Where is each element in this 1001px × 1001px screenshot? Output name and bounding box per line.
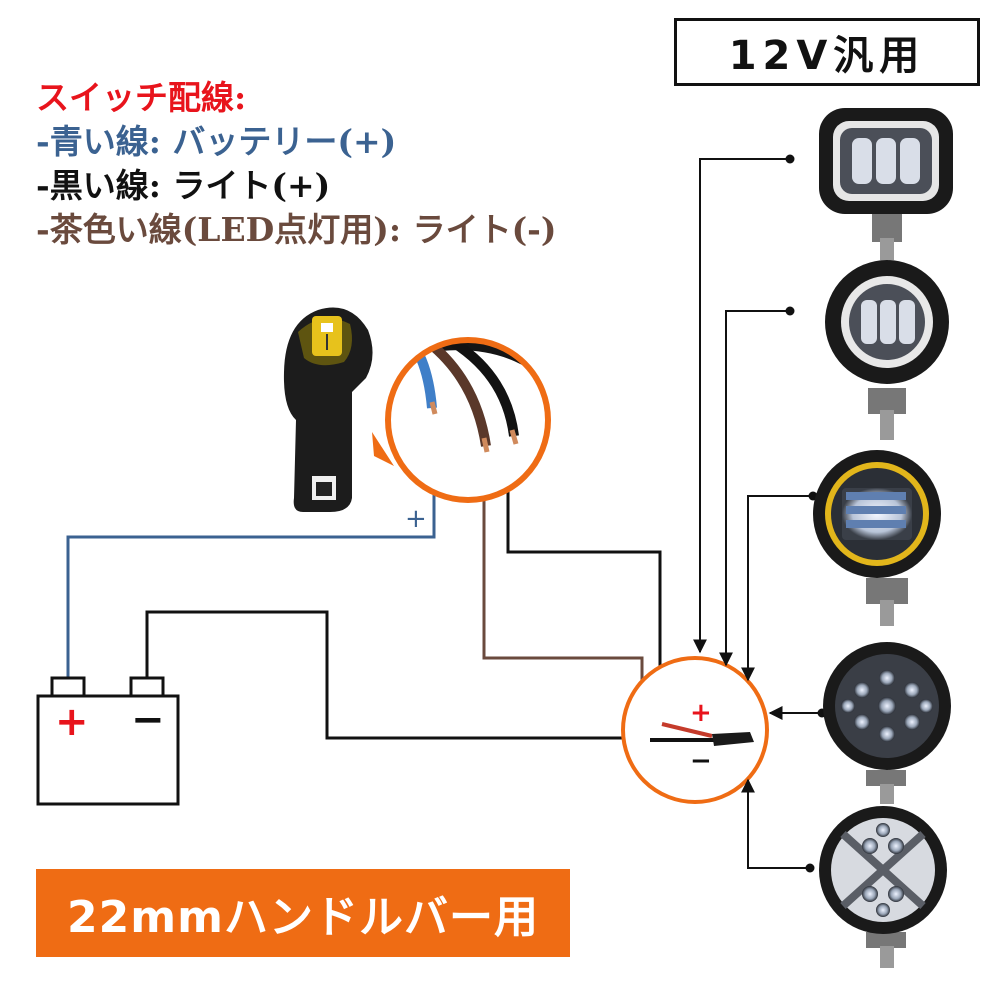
legend-brown-wire: -茶色い線(LED点灯用): ライト(-) xyxy=(36,210,557,249)
light-connector-lines xyxy=(693,158,822,869)
voltage-label: 12V汎用 xyxy=(674,18,980,86)
handlebar-switch-icon xyxy=(283,307,373,512)
work-light-icon xyxy=(825,260,949,440)
junction-minus-sign: − xyxy=(690,746,712,776)
work-light-icon xyxy=(823,642,951,804)
handlebar-size-banner: 22mmハンドルバー用 xyxy=(36,869,570,957)
work-light-icon xyxy=(819,806,947,968)
legend-title: スイッチ配線: xyxy=(36,78,247,117)
wire-closeup-icon xyxy=(372,337,551,503)
work-light-icon xyxy=(819,108,953,260)
battery-minus-sign: − xyxy=(131,697,165,743)
black-wire xyxy=(506,455,662,720)
legend-blue-wire: -青い線: バッテリー(+) xyxy=(36,122,397,161)
negative-wire xyxy=(145,610,642,740)
work-light-icon xyxy=(813,450,941,626)
junction-connector xyxy=(650,722,754,746)
junction-plus-sign: + xyxy=(690,698,712,728)
battery-icon xyxy=(36,676,180,806)
legend-black-wire: -黒い線: ライト(+) xyxy=(36,166,331,205)
battery-plus-sign: + xyxy=(55,699,89,745)
wire-plus-mark: + xyxy=(405,504,427,534)
wiring-legend: スイッチ配線: -青い線: バッテリー(+) -黒い線: ライト(+) -茶色い… xyxy=(36,76,557,252)
